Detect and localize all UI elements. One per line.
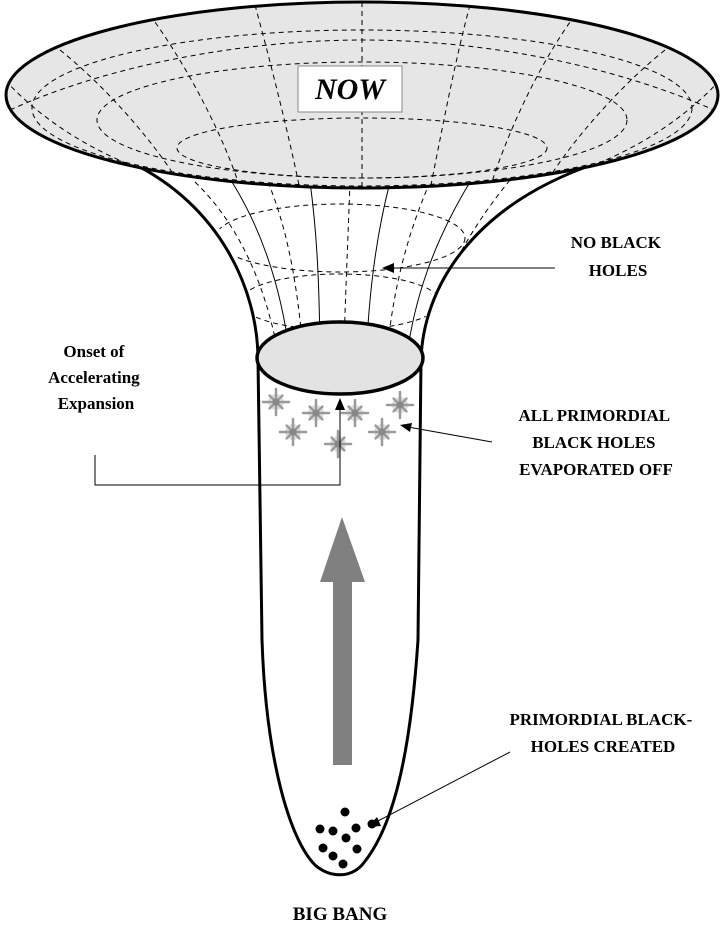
arrowheads <box>335 263 412 827</box>
evaporating-black-hole-star <box>367 417 397 447</box>
evaporating-black-holes <box>261 387 415 459</box>
expansion-arrow <box>320 517 365 765</box>
no-black-holes-label: NO BLACK HOLES <box>571 233 665 280</box>
big-bang-label: BIG BANG <box>293 904 388 925</box>
now-label: NOW <box>314 73 387 106</box>
created-label: PRIMORDIAL BLACK- HOLES CREATED <box>509 710 696 756</box>
evaporated-pointer <box>407 426 493 443</box>
onset-disc <box>255 320 425 396</box>
evaporating-black-hole-star <box>385 390 415 420</box>
now-label-box <box>297 65 403 113</box>
onset-label: Onset of Accelerating Expansion <box>48 342 144 413</box>
funnel-outline <box>129 160 601 877</box>
evaporating-black-hole-star <box>261 387 291 417</box>
leader-lines <box>94 267 555 823</box>
evaporated-label: ALL PRIMORDIAL BLACK HOLES EVAPORATED OF… <box>519 406 674 479</box>
onset-pointer <box>94 408 341 486</box>
evaporating-black-hole-star <box>278 417 308 447</box>
now-disc: NOW <box>4 0 720 190</box>
evaporating-black-hole-star <box>340 398 370 428</box>
created-pointer <box>375 751 511 823</box>
evaporating-black-hole-star <box>301 398 331 428</box>
